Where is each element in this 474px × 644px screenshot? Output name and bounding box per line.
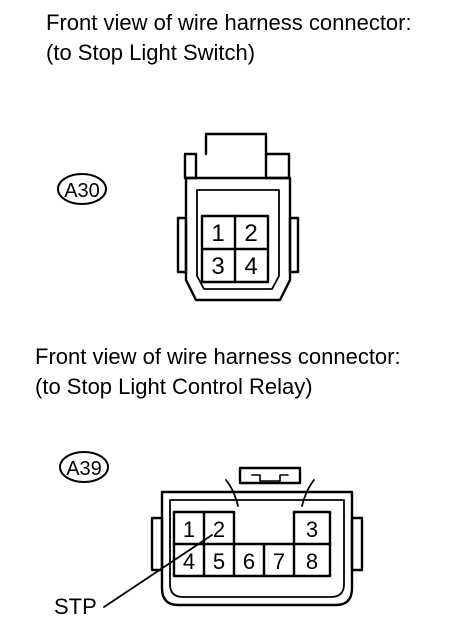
connector-id-label: A39 (66, 458, 102, 480)
connector-id-badge: A30 (57, 173, 107, 205)
connector-a30: A30 1 2 3 4 (57, 132, 300, 302)
caption-line-2: (to Stop Light Control Relay) (35, 374, 313, 399)
connector-a30-caption: Front view of wire harness connector: (t… (46, 8, 412, 68)
connector-housing (150, 466, 364, 607)
connector-a39: A39 (54, 451, 364, 619)
pin-2-label: 2 (213, 517, 225, 542)
pin-5-label: 5 (213, 549, 225, 574)
pin-4-label: 4 (244, 253, 257, 280)
connector-id-label: A30 (64, 180, 100, 202)
terminal-grid (172, 510, 332, 578)
caption-line-2: (to Stop Light Switch) (46, 40, 256, 65)
pin-6-label: 6 (243, 549, 255, 574)
caption-line-1: Front view of wire harness connector: (46, 10, 412, 35)
pin-1-label: 1 (183, 517, 195, 542)
stp-callout-label: STP (54, 594, 97, 619)
stp-leader-line (103, 534, 213, 608)
pin-8-label: 8 (306, 549, 318, 574)
pin-4-label: 4 (183, 549, 195, 574)
pin-1-label: 1 (211, 220, 224, 247)
connector-housing (176, 132, 300, 302)
pin-2-label: 2 (244, 220, 257, 247)
terminal-grid (200, 214, 270, 284)
pin-3-label: 3 (211, 253, 224, 280)
pin-3-label: 3 (306, 517, 318, 542)
connector-id-badge: A39 (59, 451, 109, 483)
connector-a39-caption: Front view of wire harness connector: (t… (35, 342, 401, 402)
pin-7-label: 7 (273, 549, 285, 574)
caption-line-1: Front view of wire harness connector: (35, 344, 401, 369)
